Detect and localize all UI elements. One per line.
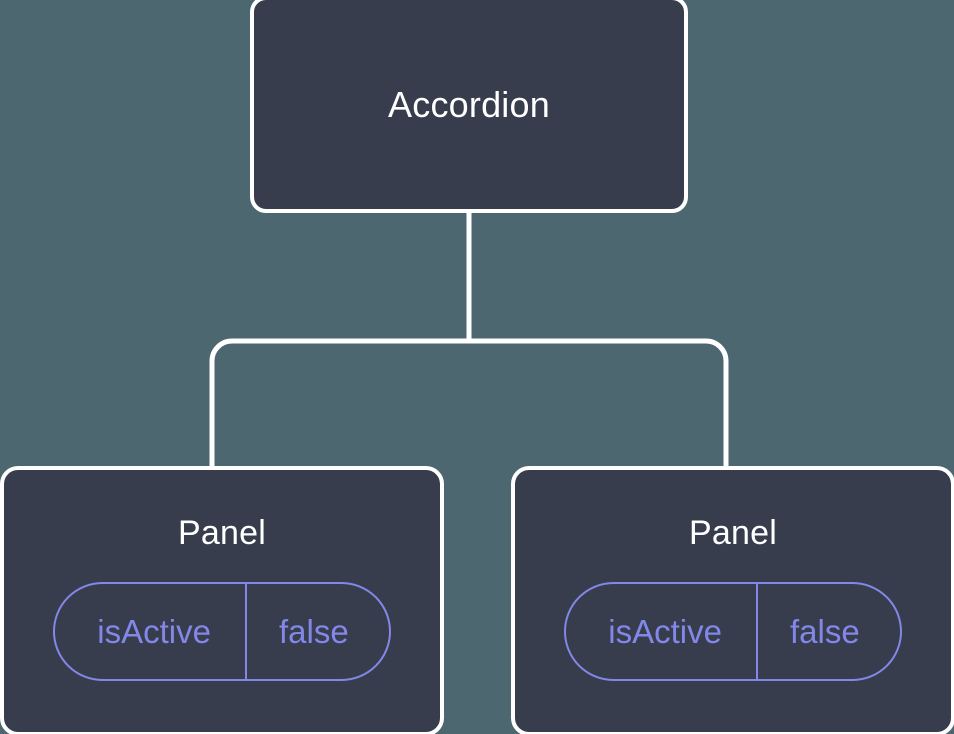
prop-value-isactive-left: false bbox=[244, 584, 389, 679]
node-accordion-title: Accordion bbox=[388, 83, 550, 125]
edge-root-to-panel-right bbox=[469, 338, 729, 470]
prop-value-isactive-right: false bbox=[755, 584, 900, 679]
prop-pill-left[interactable]: isActive false bbox=[53, 582, 391, 681]
prop-key-isactive-right: isActive bbox=[608, 613, 722, 650]
prop-key-isactive-left: isActive bbox=[97, 613, 211, 650]
prop-pill-right[interactable]: isActive false bbox=[564, 582, 902, 681]
node-accordion[interactable]: Accordion bbox=[250, 0, 688, 213]
edge-root-to-panel-left bbox=[209, 338, 469, 470]
node-panel-right[interactable]: Panel isActive false bbox=[511, 466, 954, 734]
node-panel-left-title: Panel bbox=[178, 514, 266, 552]
node-panel-left[interactable]: Panel isActive false bbox=[0, 466, 444, 734]
node-panel-right-title: Panel bbox=[689, 514, 777, 552]
